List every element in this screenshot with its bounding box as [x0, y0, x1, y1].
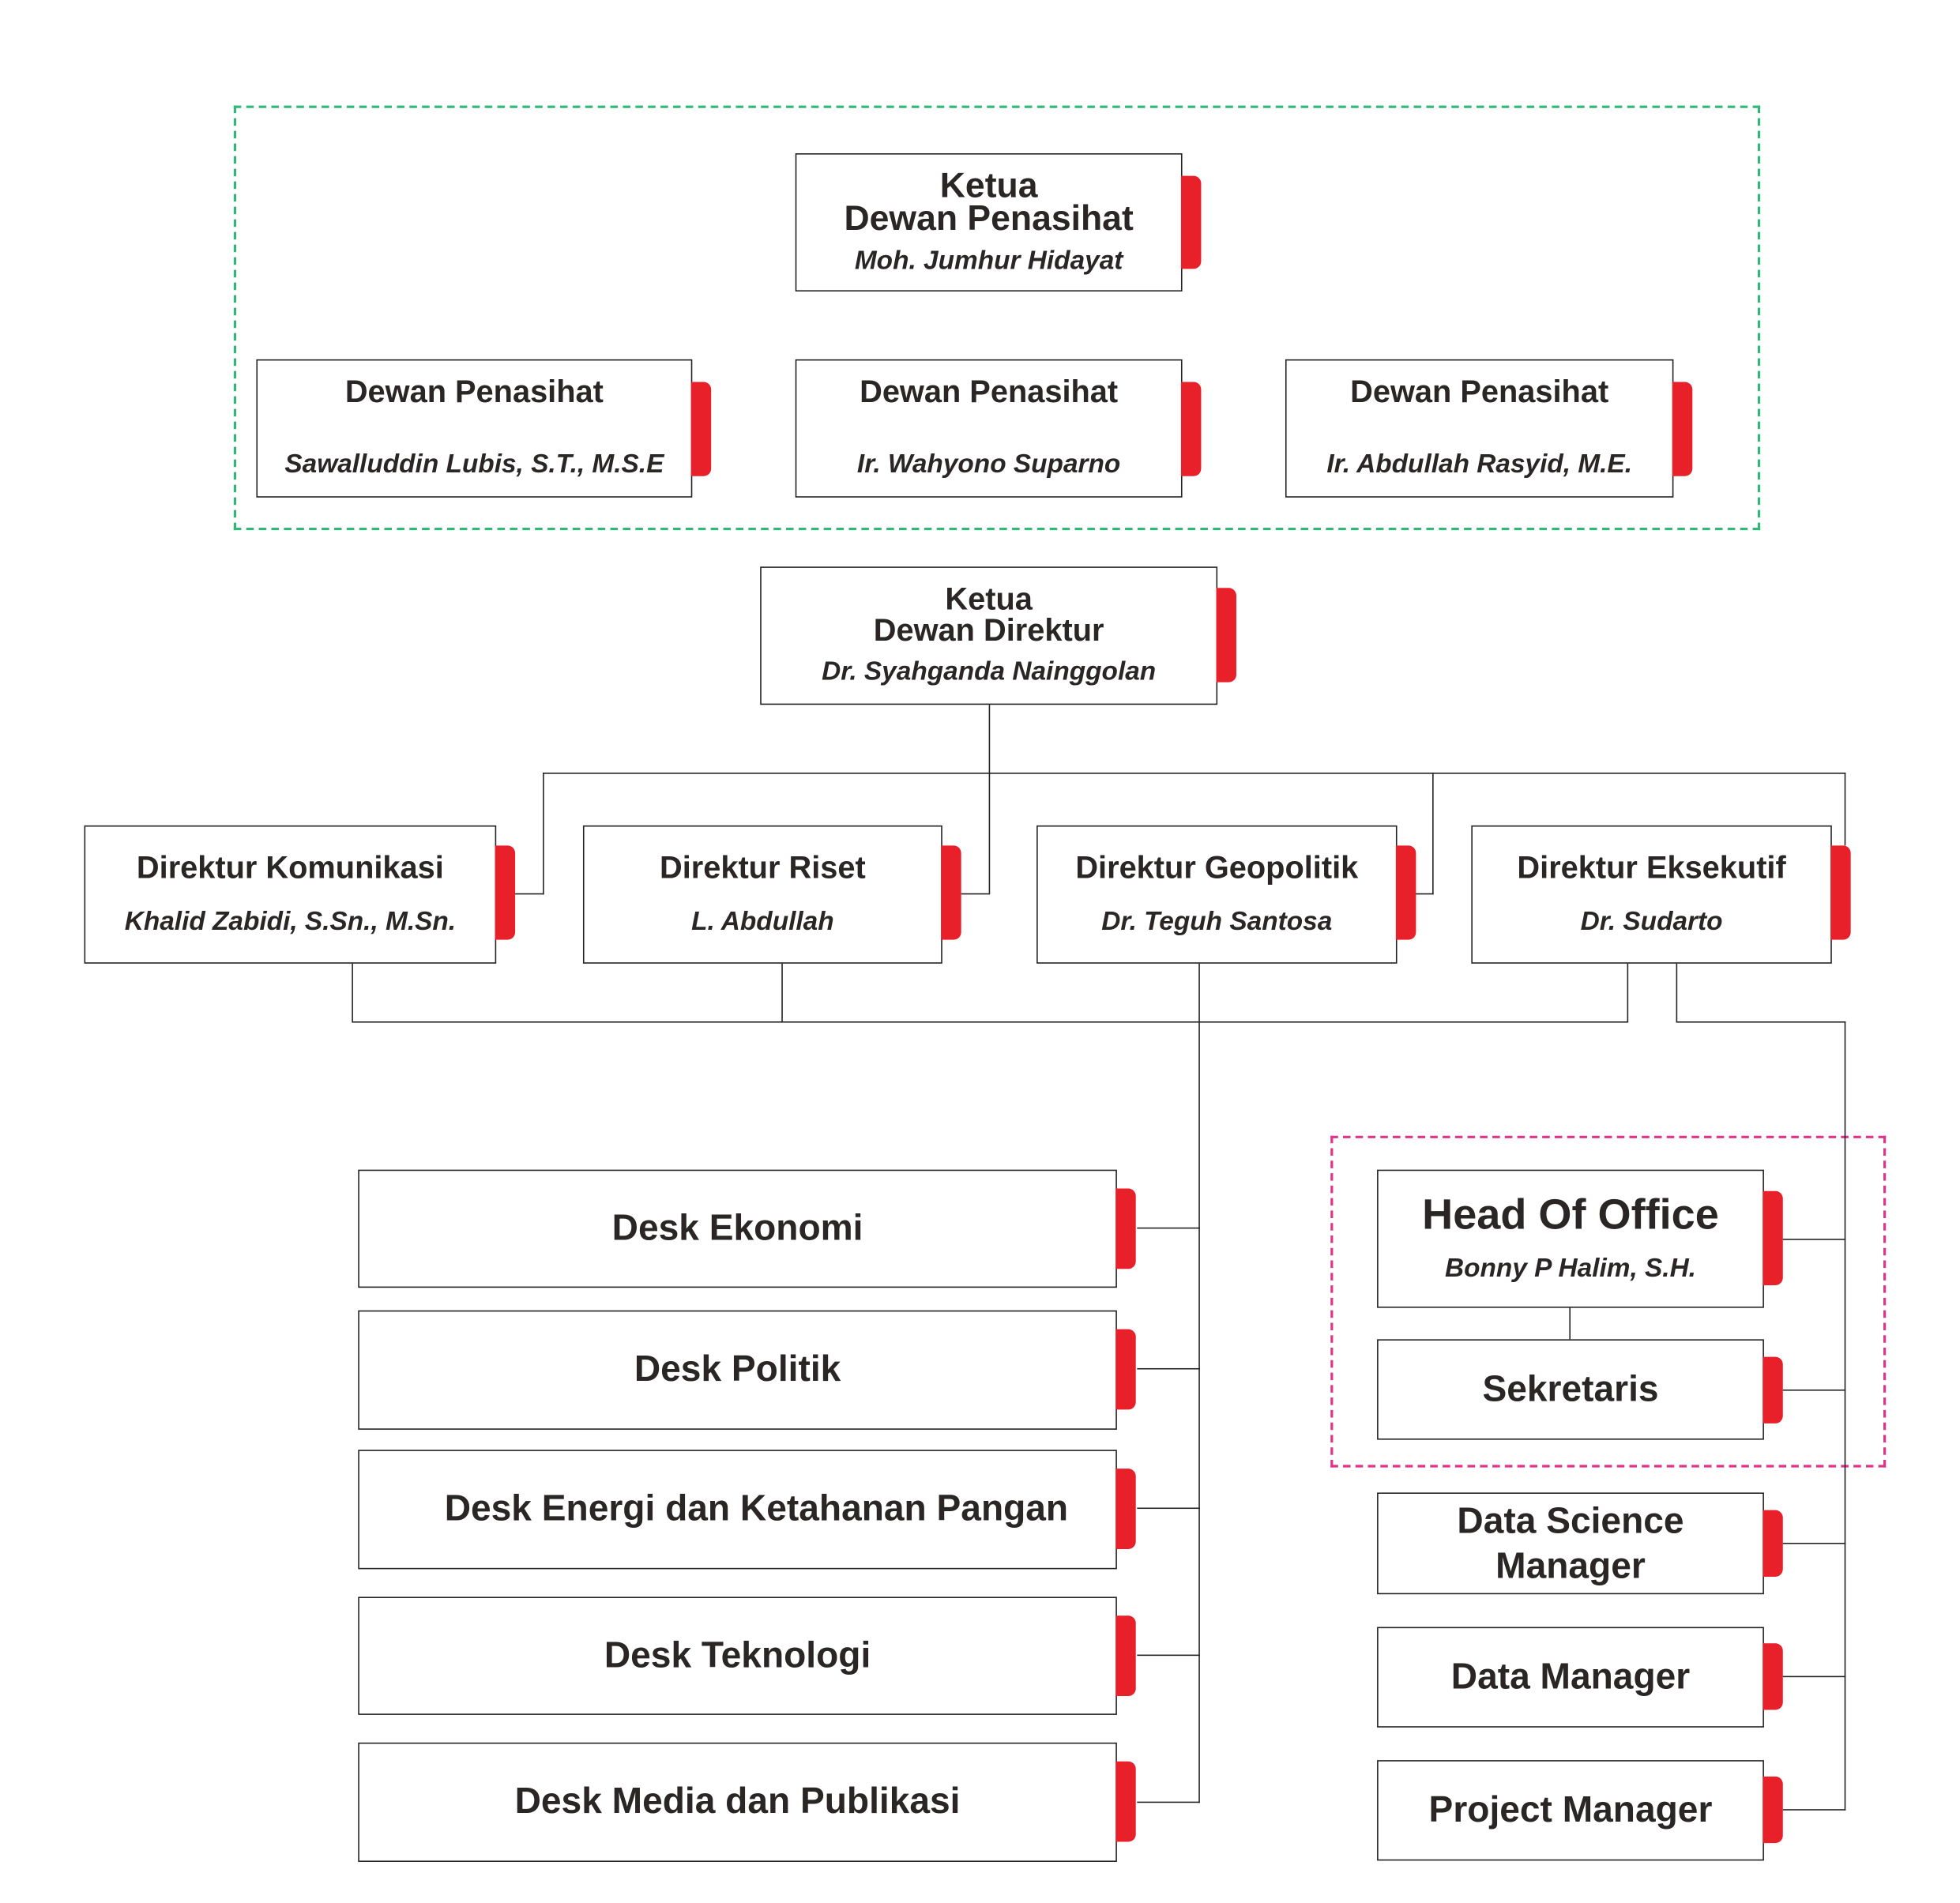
- person-name: Bonny P Halim, S.H.: [1445, 1254, 1696, 1283]
- role-label: Project Manager: [1428, 1789, 1713, 1830]
- desk-box: Desk Ekonomi: [358, 1169, 1117, 1288]
- accent-tab: [1395, 845, 1416, 940]
- person-name: Ir. Abdullah Rasyid, M.E.: [1326, 449, 1633, 480]
- title: Dewan Penasihat: [860, 374, 1119, 410]
- accent-tab: [1830, 845, 1851, 940]
- accent-tab: [1180, 175, 1202, 269]
- title: Dewan Penasihat: [844, 197, 1134, 237]
- title: Head Of Office: [1422, 1190, 1719, 1239]
- desk-box: Desk Politik: [358, 1310, 1117, 1430]
- accent-tab: [1115, 1761, 1136, 1842]
- title: Direktur Komunikasi: [136, 849, 444, 886]
- advisory-chair-box: Ketua Dewan Penasihat Moh. Jumhur Hidaya…: [795, 153, 1183, 291]
- manager-box: Project Manager: [1377, 1760, 1764, 1861]
- board-chair-box: Ketua Dewan Direktur Dr. Syahganda Naing…: [760, 566, 1218, 705]
- director-box: Direktur Riset L. Abdullah: [582, 825, 942, 964]
- title: Dewan Direktur: [873, 613, 1104, 649]
- accent-tab: [1115, 1188, 1136, 1269]
- director-box: Direktur Geopolitik Dr. Teguh Santosa: [1036, 825, 1398, 964]
- desk-label: Desk Media dan Publikasi: [514, 1781, 961, 1822]
- secretary-box: Sekretaris: [1377, 1339, 1764, 1440]
- head-of-office-box: Head Of Office Bonny P Halim, S.H.: [1377, 1169, 1764, 1308]
- advisory-group: [233, 105, 1761, 531]
- person-name: Khalid Zabidi, S.Sn., M.Sn.: [124, 906, 457, 936]
- accent-tab: [1115, 1469, 1136, 1549]
- desk-label: Desk Politik: [634, 1349, 841, 1390]
- accent-tab: [1762, 1510, 1783, 1577]
- desk-box: Desk Media dan Publikasi: [358, 1742, 1117, 1862]
- person-name: Moh. Jumhur Hidayat: [854, 245, 1123, 275]
- accent-tab: [1115, 1615, 1136, 1697]
- accent-tab: [1762, 1643, 1783, 1710]
- office-group: [1330, 1135, 1887, 1468]
- person-name: Dr. Syahganda Nainggolan: [822, 656, 1157, 686]
- desk-label: Desk Ekonomi: [611, 1208, 863, 1249]
- role-label: Sekretaris: [1482, 1368, 1659, 1409]
- person-name: Dr. Teguh Santosa: [1101, 906, 1333, 936]
- accent-tab: [1762, 1356, 1783, 1423]
- desk-label: Desk Energi dan Ketahanan Pangan: [444, 1488, 1069, 1529]
- advisor-box: Dewan Penasihat Sawalluddin Lubis, S.T.,…: [256, 359, 693, 498]
- title: Ketua: [945, 581, 1033, 617]
- role-label: Data Manager: [1450, 1656, 1691, 1697]
- director-box: Direktur Komunikasi Khalid Zabidi, S.Sn.…: [84, 825, 497, 964]
- person-name: Dr. Sudarto: [1580, 906, 1723, 936]
- desk-box: Desk Teknologi: [358, 1596, 1117, 1715]
- accent-tab: [1762, 1190, 1783, 1285]
- accent-tab: [1216, 588, 1236, 683]
- title: Direktur Eksekutif: [1517, 849, 1786, 886]
- advisor-box: Dewan Penasihat Ir. Abdullah Rasyid, M.E…: [1285, 359, 1674, 498]
- title: Ketua: [939, 165, 1038, 205]
- person-name: Ir. Wahyono Suparno: [856, 449, 1121, 480]
- person-name: L. Abdullah: [691, 906, 834, 936]
- role-label: Data Science Manager: [1457, 1500, 1684, 1586]
- manager-box: Data Science Manager: [1377, 1492, 1764, 1595]
- title: Direktur Riset: [659, 849, 866, 886]
- desk-box: Desk Energi dan Ketahanan Pangan: [358, 1450, 1117, 1570]
- title: Dewan Penasihat: [1350, 374, 1609, 410]
- desk-label: Desk Teknologi: [604, 1634, 871, 1675]
- accent-tab: [1762, 1776, 1783, 1844]
- director-box: Direktur Eksekutif Dr. Sudarto: [1471, 825, 1832, 964]
- accent-tab: [1672, 382, 1693, 476]
- manager-box: Data Manager: [1377, 1627, 1764, 1728]
- accent-tab: [690, 382, 712, 476]
- person-name: Sawalluddin Lubis, S.T., M.S.E: [284, 449, 664, 480]
- accent-tab: [1180, 382, 1202, 476]
- title: Direktur Geopolitik: [1075, 849, 1359, 886]
- accent-tab: [941, 845, 961, 940]
- advisor-box: Dewan Penasihat Ir. Wahyono Suparno: [795, 359, 1183, 498]
- title: Dewan Penasihat: [344, 374, 604, 410]
- accent-tab: [495, 845, 516, 940]
- accent-tab: [1115, 1329, 1136, 1410]
